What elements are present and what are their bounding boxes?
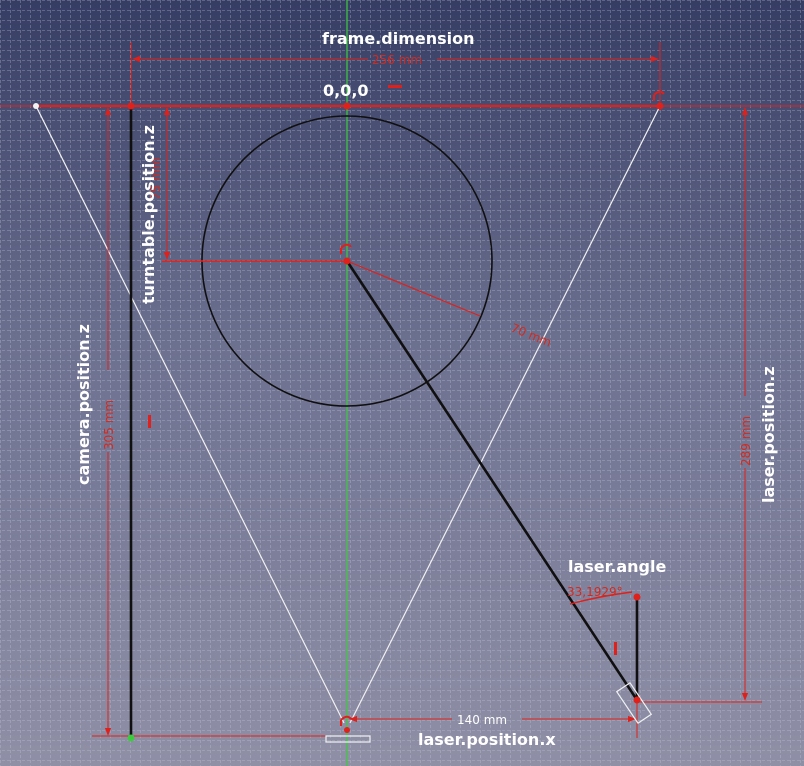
coincident-constraint-icon-frame — [653, 90, 665, 101]
turntable-radius-line[interactable] — [346, 260, 481, 317]
laser-angle-arc — [569, 591, 633, 605]
horizontal-constraint-icon — [388, 85, 402, 88]
frame-corner-point[interactable] — [33, 103, 39, 109]
camera-point[interactable] — [127, 734, 135, 742]
laser-position-z-label: laser.position.z — [759, 366, 778, 503]
camera-fov-right-line[interactable] — [349, 105, 661, 724]
laser-beam-line[interactable] — [345, 260, 639, 701]
frame-dimension-value: 256 mm — [372, 53, 422, 67]
turntable-z-value: 75 mm — [149, 158, 163, 200]
camera-position-z-label: camera.position.z — [74, 324, 93, 485]
coincident-constraint-icon — [340, 243, 352, 254]
laser-point[interactable] — [633, 696, 641, 704]
laser-angle-label: laser.angle — [568, 557, 666, 576]
camera-fov-left-line[interactable] — [35, 105, 345, 724]
frame-dimension-label: frame.dimension — [322, 29, 475, 48]
coincident-constraint-icon-bottom — [340, 715, 352, 726]
turntable-position-z-label: turntable.position.z — [139, 125, 158, 304]
symmetry-marker — [325, 735, 371, 743]
laser-body[interactable] — [615, 681, 653, 725]
laser-z-value: 289 mm — [739, 416, 753, 466]
laser-angle-value: 33,1929° — [567, 585, 623, 599]
turntable-center-point[interactable] — [343, 257, 351, 265]
origin-label: 0,0,0 — [323, 81, 369, 100]
laser-top-point[interactable] — [633, 593, 641, 601]
laser-position-x-label: laser.position.x — [418, 730, 556, 749]
vertical-constraint-icon — [148, 415, 151, 428]
origin-point-icon[interactable] — [343, 102, 351, 110]
vertical-constraint-icon-laser — [614, 642, 617, 655]
bottom-center-point[interactable] — [344, 727, 350, 733]
camera-z-value: 305 mm — [102, 400, 116, 450]
frame-right-point[interactable] — [656, 102, 664, 110]
laser-x-value: 140 mm — [457, 713, 507, 727]
frame-left-point[interactable] — [127, 102, 135, 110]
